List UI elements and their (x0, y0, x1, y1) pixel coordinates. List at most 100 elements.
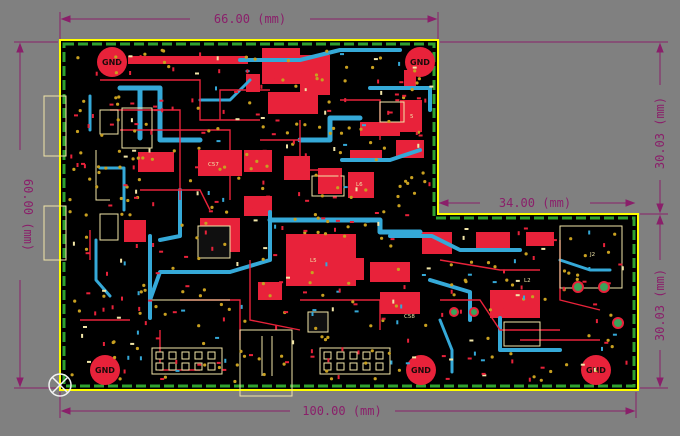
smd-pad (337, 375, 340, 380)
header-pin[interactable] (155, 362, 164, 371)
header-pin[interactable] (349, 362, 358, 371)
via (412, 191, 417, 195)
pin-header-left[interactable] (151, 347, 223, 375)
header-pin[interactable] (194, 362, 203, 371)
header-pin[interactable] (336, 351, 345, 360)
origin-marker[interactable] (48, 373, 72, 397)
via (207, 129, 211, 133)
via (197, 256, 201, 261)
dimension-bottom: 100.00 (mm) (302, 404, 381, 418)
smd-pad (473, 351, 476, 356)
smd-pad (109, 123, 114, 126)
via (114, 96, 118, 100)
via (116, 118, 120, 122)
header-pin[interactable] (375, 362, 384, 371)
via (351, 300, 355, 304)
mounting-hole-5[interactable]: GND (581, 355, 611, 385)
via (162, 60, 167, 64)
via (96, 165, 101, 169)
mounting-hole-4[interactable]: GND (406, 355, 436, 385)
via (218, 167, 222, 171)
header-pin[interactable] (362, 351, 371, 360)
smd-pad (531, 308, 536, 311)
via (486, 261, 491, 265)
header-pin[interactable] (207, 351, 216, 360)
header-pin[interactable] (323, 362, 332, 371)
smd-pad (303, 291, 307, 294)
via (223, 242, 227, 246)
mounting-hole-3[interactable]: GND (90, 355, 120, 385)
smd-pad (310, 355, 315, 358)
header-pin[interactable] (181, 362, 190, 371)
header-pin[interactable] (168, 362, 177, 371)
via (203, 363, 207, 367)
smd-pad (303, 91, 308, 94)
designator-j2: J2 (589, 252, 595, 258)
mounting-hole-2[interactable]: GND (405, 47, 435, 77)
header-pin[interactable] (336, 362, 345, 371)
designator-5: 5 (410, 114, 414, 120)
header-pin[interactable] (181, 351, 190, 360)
via (575, 277, 579, 281)
smd-pad (249, 354, 253, 357)
via (294, 84, 298, 88)
smd-pad (196, 191, 199, 196)
header-pin[interactable] (349, 351, 358, 360)
smd-pad (537, 298, 540, 303)
header-pin[interactable] (194, 351, 203, 360)
via (70, 373, 74, 377)
via (449, 263, 453, 267)
smd-pad (424, 98, 427, 103)
via (253, 57, 257, 61)
via (450, 283, 454, 287)
smd-pad (405, 362, 410, 365)
smd-pad (222, 109, 225, 114)
smd-pad (235, 118, 240, 121)
smd-pad (603, 243, 606, 248)
smd-pad (462, 235, 465, 240)
smd-pad (469, 339, 474, 342)
header-pin[interactable] (155, 351, 164, 360)
via (143, 52, 147, 56)
smd-pad (289, 165, 294, 168)
via (245, 152, 249, 157)
via (332, 126, 336, 130)
smd-pad (481, 372, 486, 375)
header-pin[interactable] (207, 362, 216, 371)
ic-footprints[interactable] (99, 109, 541, 347)
mounting-hole-1[interactable]: GND (97, 47, 127, 77)
smd-pad (321, 217, 326, 220)
smd-pad (128, 55, 133, 58)
connector-pads[interactable] (449, 281, 624, 329)
via (371, 65, 375, 70)
via (280, 354, 284, 358)
via (141, 156, 145, 160)
header-pin[interactable] (375, 351, 384, 360)
via (135, 346, 139, 351)
smd-pad (336, 267, 339, 272)
smd-pad (240, 304, 243, 309)
header-pin[interactable] (323, 351, 332, 360)
via (95, 185, 99, 189)
smd-pad (303, 229, 308, 232)
smd-pad (528, 377, 531, 382)
pin-header-right[interactable] (319, 347, 391, 375)
via (325, 369, 329, 373)
via (316, 230, 320, 234)
board-outline[interactable] (59, 39, 639, 391)
smd-pad (271, 133, 276, 136)
smd-pad (216, 361, 221, 364)
smd-pad (139, 356, 142, 361)
smd-pad (208, 210, 213, 213)
header-pin[interactable] (168, 351, 177, 360)
via (347, 126, 351, 130)
via (364, 361, 368, 365)
smd-pad (400, 304, 403, 309)
smd-pad (562, 286, 565, 291)
via (369, 324, 373, 328)
designator-l5: L5 (310, 258, 317, 264)
smd-pad (552, 239, 557, 242)
smd-pad (215, 336, 220, 339)
via (373, 377, 377, 381)
